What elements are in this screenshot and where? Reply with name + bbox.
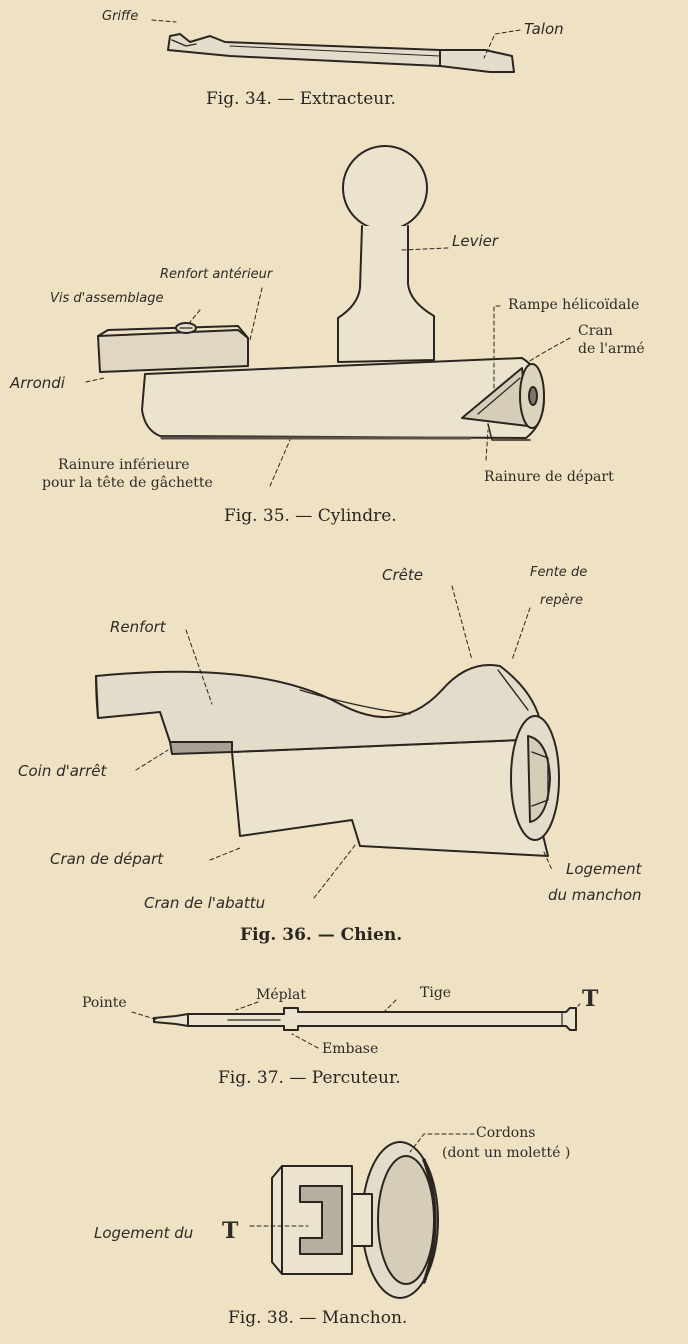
label-renfort-anterieur: Renfort antérieur <box>160 267 273 282</box>
label-griffe: Griffe <box>102 9 139 24</box>
fig34-leaders <box>151 19 521 59</box>
sleeve-drawing <box>271 1141 439 1299</box>
label-cran-1: Cran <box>578 323 613 339</box>
label-logement-du: Logement du <box>94 1224 194 1242</box>
label-meplat: Méplat <box>256 987 307 1003</box>
label-cran-depart: Cran de départ <box>50 850 164 868</box>
fig38-leaders <box>249 1133 475 1227</box>
label-logement-1: Logement <box>566 860 642 878</box>
label-arrondi: Arrondi <box>10 374 65 392</box>
fig35-leaders <box>85 247 571 487</box>
hammer-drawing <box>95 664 560 857</box>
label-t-housing: T <box>222 1218 239 1244</box>
fig37-leaders <box>131 999 581 1049</box>
caption-fig37: Fig. 37. — Percuteur. <box>218 1068 401 1088</box>
label-levier: Levier <box>452 232 499 250</box>
label-fente-2: repère <box>540 593 583 608</box>
label-logement-2: du manchon <box>548 886 642 904</box>
label-rainure-inferieure-1: Rainure inférieure <box>58 457 190 473</box>
label-cordons-2: (dont un moletté ) <box>442 1145 571 1161</box>
caption-fig34: Fig. 34. — Extracteur. <box>206 89 396 109</box>
label-rainure-inferieure-2: pour la tête de gâchette <box>42 475 213 491</box>
label-cran-abattu: Cran de l'abattu <box>144 894 266 912</box>
label-tige: Tige <box>420 985 452 1001</box>
label-renfort: Renfort <box>110 618 166 636</box>
caption-fig35: Fig. 35. — Cylindre. <box>224 506 397 526</box>
extractor-drawing <box>167 33 515 73</box>
label-talon: Talon <box>524 20 564 38</box>
firing-pin-drawing <box>153 1007 577 1031</box>
label-embase: Embase <box>322 1041 379 1057</box>
label-crete: Crête <box>382 566 423 584</box>
label-fente-1: Fente de <box>530 565 588 580</box>
label-rampe-helicoidale: Rampe hélicoïdale <box>508 297 640 313</box>
label-rainure-depart: Rainure de départ <box>484 469 614 485</box>
caption-fig36: Fig. 36. — Chien. <box>240 925 403 945</box>
label-pointe: Pointe <box>82 995 127 1011</box>
caption-fig38: Fig. 38. — Manchon. <box>228 1308 408 1328</box>
label-cordons-1: Cordons <box>476 1125 536 1141</box>
label-t-end: T <box>582 986 599 1012</box>
label-vis-assemblage: Vis d'assemblage <box>50 291 164 306</box>
label-cran-2: de l'armé <box>578 341 645 357</box>
fig36-leaders <box>135 585 553 899</box>
cylinder-drawing <box>97 145 545 441</box>
label-coin-arret: Coin d'arrêt <box>18 762 107 780</box>
